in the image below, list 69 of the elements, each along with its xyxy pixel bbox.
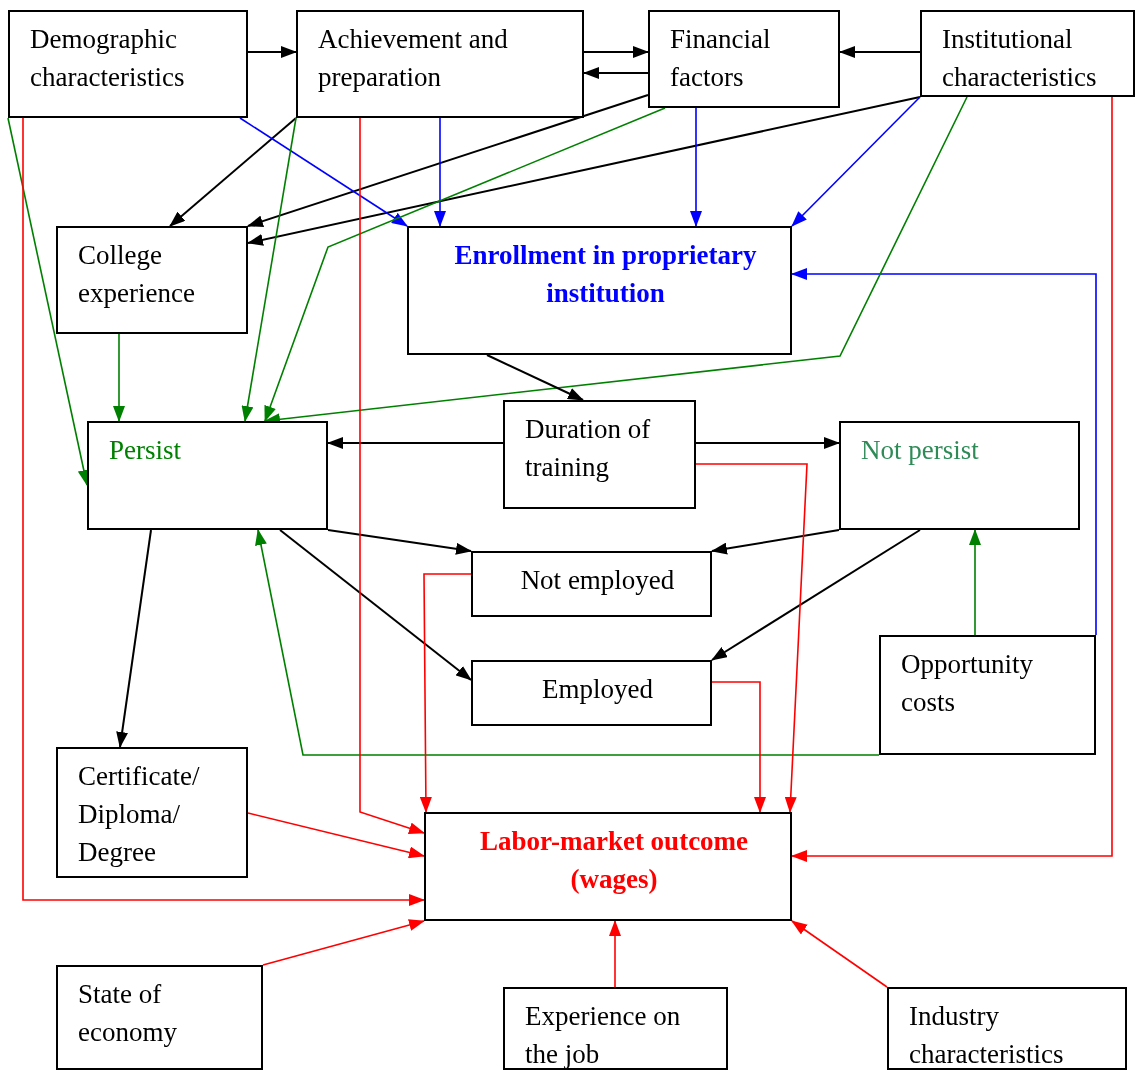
text-box	[407, 226, 792, 355]
node-label: Certificate/ Diploma/ Degree	[77, 760, 201, 869]
arrow	[711, 681, 766, 813]
node-label: Enrollment in proprietary institution	[453, 239, 758, 310]
text-box	[648, 10, 840, 108]
text-box	[296, 10, 584, 118]
arrow	[327, 437, 504, 449]
arrow	[711, 529, 840, 555]
arrow	[434, 117, 446, 227]
arrow	[241, 117, 297, 422]
node-label: Duration of training	[524, 413, 652, 484]
arrow	[839, 46, 921, 58]
text-box	[503, 400, 696, 509]
text-box	[56, 226, 248, 334]
arrow	[247, 96, 921, 246]
arrow	[359, 117, 425, 834]
node-label: Achievement and preparation	[317, 23, 509, 94]
arrow	[327, 529, 472, 555]
arrow	[247, 812, 425, 859]
node-label: Employed	[541, 673, 654, 706]
arrow	[486, 354, 584, 401]
text-box	[920, 10, 1135, 97]
arrow	[247, 46, 297, 58]
arrow	[247, 94, 649, 228]
text-box	[56, 965, 263, 1070]
arrow	[791, 920, 888, 988]
arrow	[969, 529, 981, 636]
text-box	[879, 635, 1096, 755]
node-label: Industry characteristics	[908, 1000, 1065, 1071]
text-box	[471, 660, 712, 726]
node-label: Persist	[108, 434, 182, 467]
text-box	[87, 421, 328, 530]
arrow	[169, 117, 297, 227]
arrow	[583, 46, 649, 58]
text-box	[839, 421, 1080, 530]
arrow	[419, 573, 472, 813]
arrow	[690, 107, 702, 227]
arrow	[583, 67, 649, 79]
arrow	[609, 920, 621, 988]
text-box	[8, 10, 248, 118]
arrow	[116, 529, 152, 748]
arrow	[695, 463, 808, 813]
arrow	[113, 333, 125, 422]
node-label: Labor-market outcome (wages)	[478, 825, 750, 896]
arrow	[791, 96, 921, 227]
node-label: Institutional characteristics	[941, 23, 1098, 94]
arrow	[279, 529, 472, 681]
arrow	[264, 107, 666, 422]
arrow	[239, 117, 408, 227]
arrow	[255, 529, 880, 756]
node-label: Opportunity costs	[900, 648, 1034, 719]
arrow	[22, 117, 425, 906]
node-label: Experience on the job	[524, 1000, 682, 1071]
arrow	[711, 529, 921, 661]
arrow	[791, 96, 1113, 862]
text-box	[471, 551, 712, 617]
node-label: State of economy	[77, 978, 178, 1049]
node-label: Not employed	[519, 564, 676, 597]
text-box	[887, 987, 1127, 1070]
arrow	[262, 919, 425, 966]
node-label: Demographic characteristics	[29, 23, 186, 94]
arrow	[695, 437, 840, 449]
arrow	[791, 268, 1097, 636]
node-label: Financial factors	[669, 23, 772, 94]
text-box	[424, 812, 792, 921]
node-label: College experience	[77, 239, 196, 310]
text-box	[56, 747, 248, 878]
node-label: Not persist	[860, 434, 980, 467]
text-box	[503, 987, 728, 1070]
